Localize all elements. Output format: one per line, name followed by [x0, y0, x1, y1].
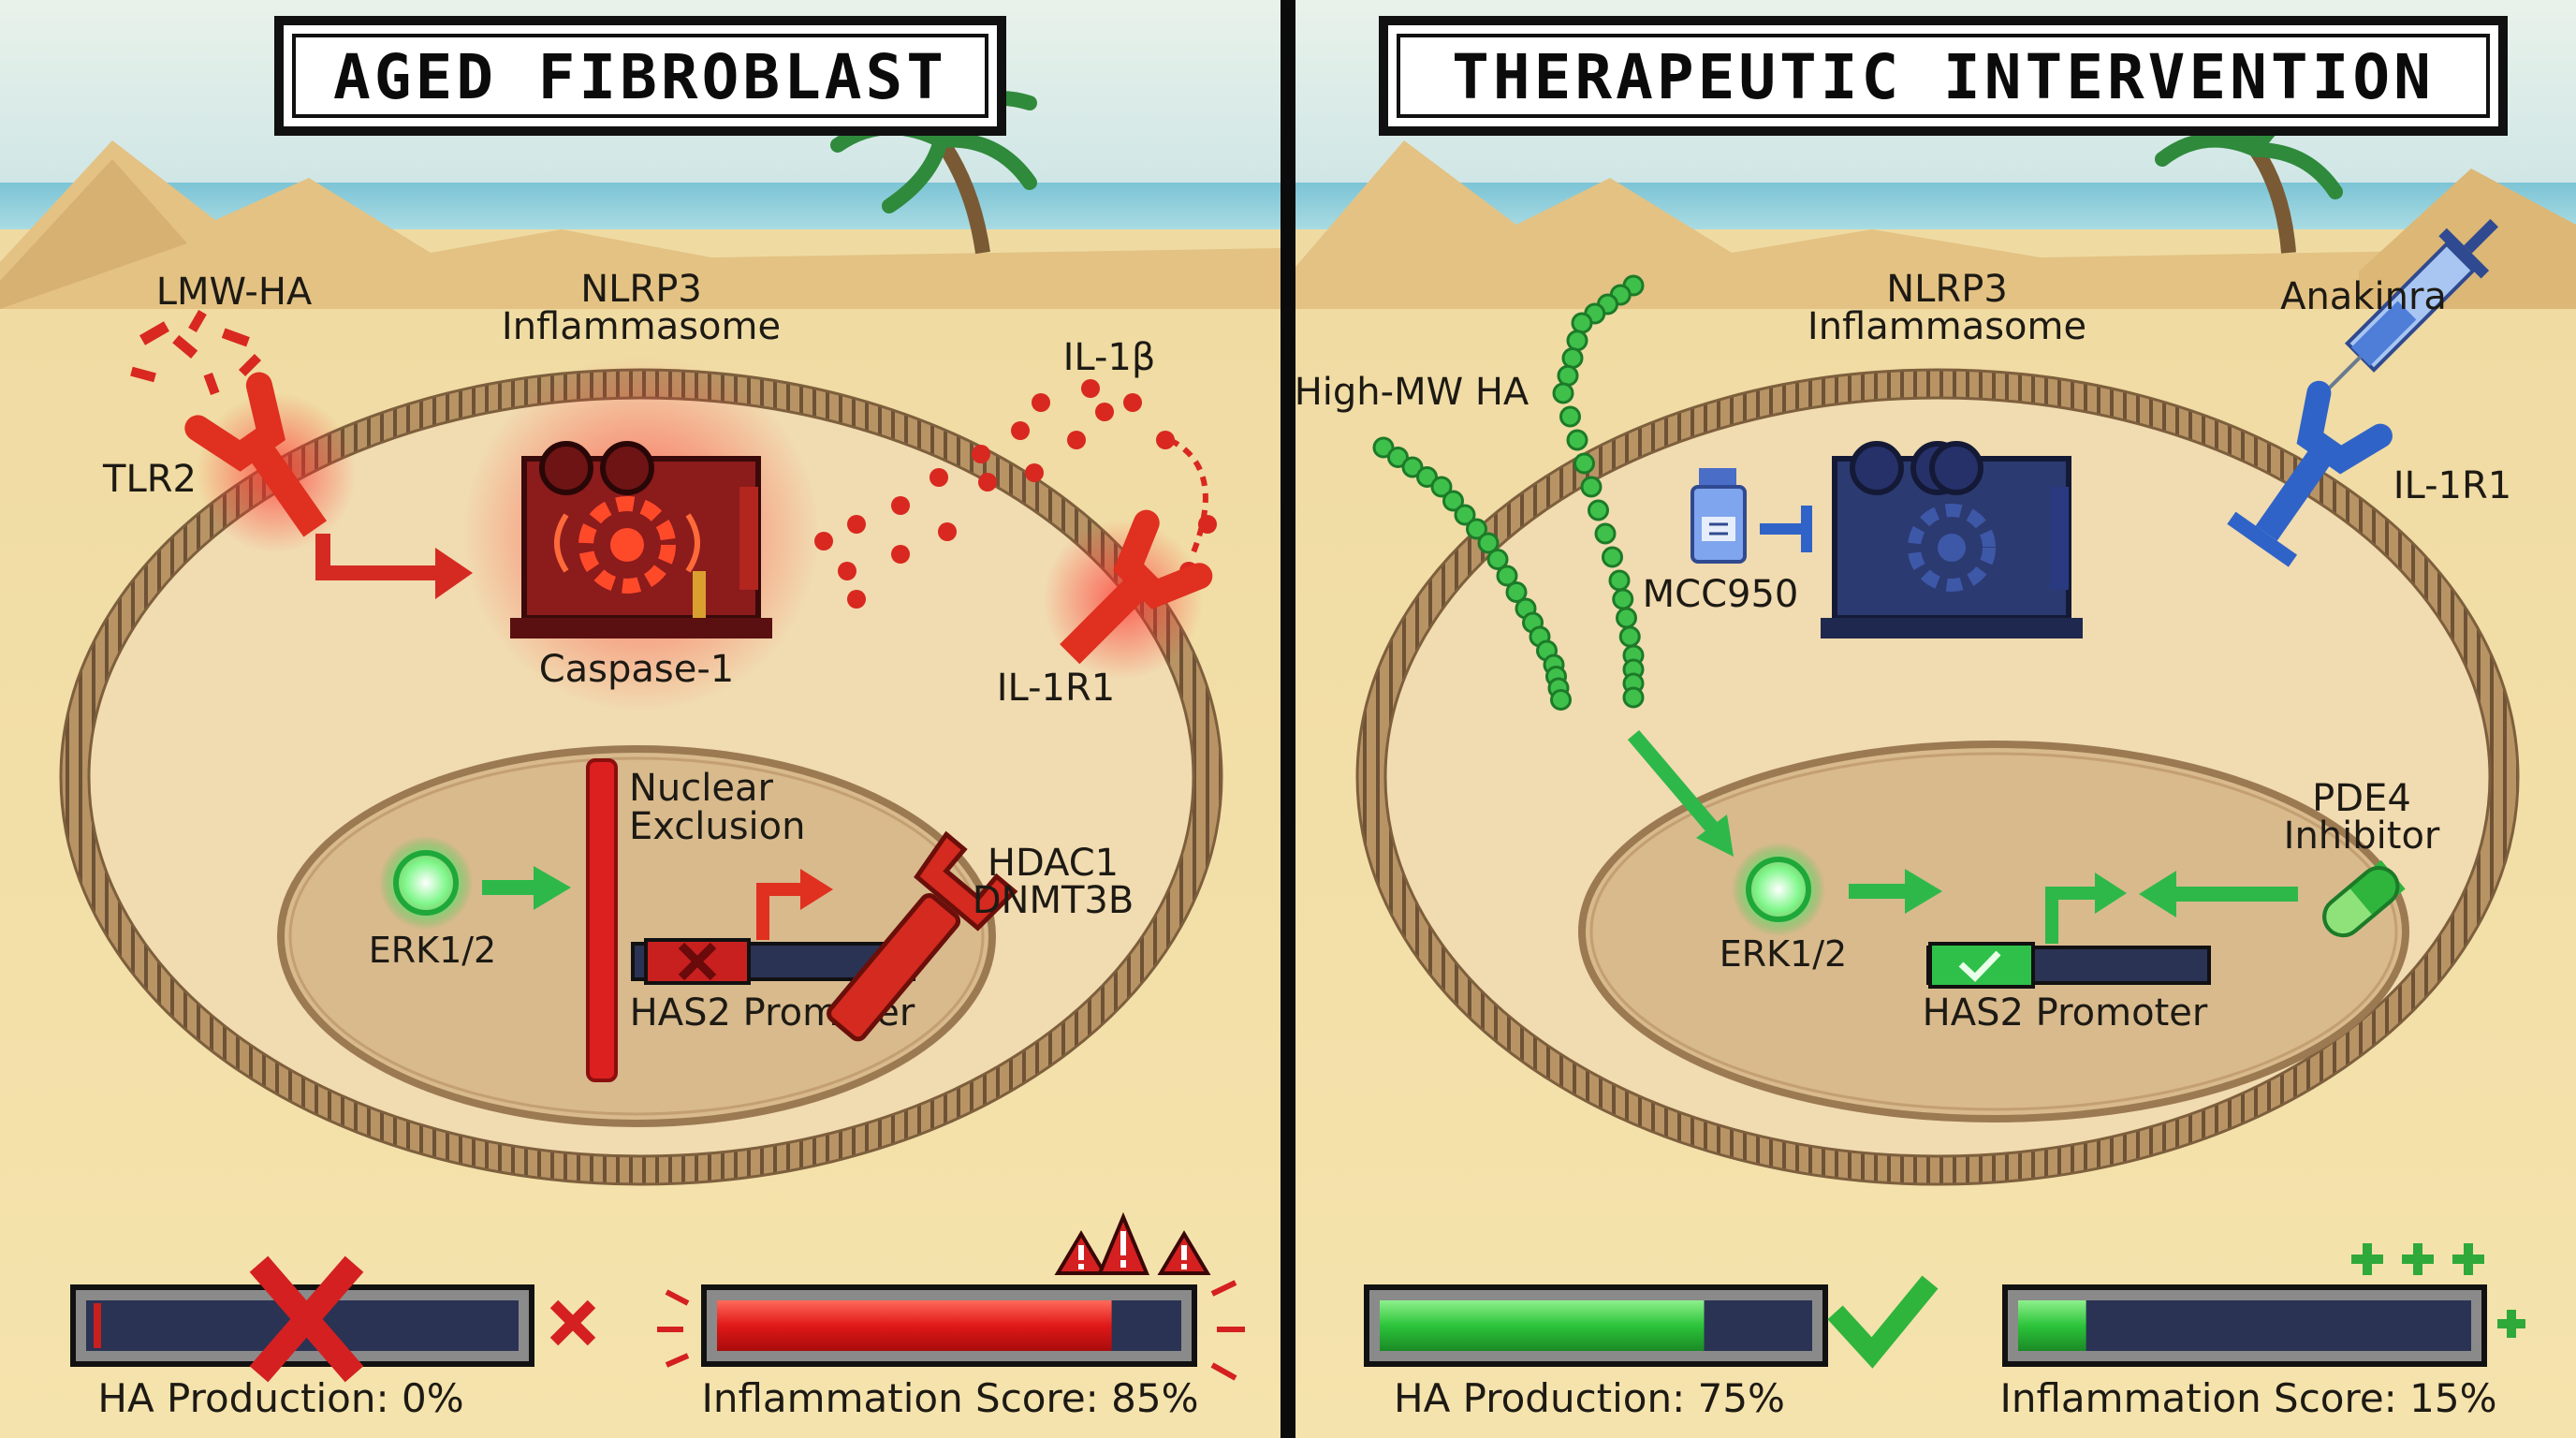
ha-to-erk-arrow — [1627, 729, 1720, 834]
pill-icon — [2322, 859, 2406, 938]
right-ha-meter-label: HA Production: 75% — [1394, 1375, 1785, 1421]
il1b-label: IL-1β — [1063, 336, 1156, 379]
erk-glow-icon — [379, 836, 473, 930]
wrench-icon — [827, 830, 1018, 1042]
syringe-icon — [2320, 218, 2498, 398]
il1b-particles — [814, 379, 1217, 609]
tlr2-to-inflammasome-arrow — [315, 534, 440, 580]
nlrp3-label-line2: Inflammasome — [502, 305, 781, 348]
right-erk-label: ERK1/2 — [1720, 933, 1848, 975]
ha-bead — [1442, 490, 1464, 512]
hdac1-label: HDAC1 — [988, 842, 1119, 885]
ha-bead — [1416, 466, 1438, 488]
ha-bead — [1550, 689, 1572, 711]
right-inflammation-meter-fill — [2018, 1300, 2086, 1351]
pde4-label-line1: PDE4 — [2312, 777, 2411, 820]
ha-bead — [1622, 686, 1645, 709]
right-nlrp3-label-line1: NLRP3 — [1886, 268, 2008, 311]
anakinra-label: Anakinra — [2280, 275, 2447, 318]
ha-bead — [1401, 456, 1424, 478]
ha-bead — [1566, 330, 1588, 352]
lmw-ha-fragments — [130, 309, 262, 396]
right-title: THERAPEUTIC INTERVENTION — [1452, 41, 2435, 113]
inflammasome-machine-icon — [510, 441, 772, 638]
erk-label: ERK1/2 — [369, 930, 497, 971]
left-ha-meter-label: HA Production: 0% — [97, 1375, 463, 1421]
right-has2-label: HAS2 Promoter — [1923, 991, 2208, 1034]
ha-bead — [1608, 569, 1631, 592]
right-title-box: THERAPEUTIC INTERVENTION — [1379, 16, 2508, 136]
plus-icons — [2351, 1243, 2525, 1338]
nuclear-exclusion-label-line2: Exclusion — [629, 805, 805, 848]
pde4-label-line2: Inhibitor — [2284, 814, 2440, 858]
tlr2-label: TLR2 — [102, 458, 197, 501]
tlr2-receptor-icon — [184, 372, 327, 537]
nuclear-exclusion-bar — [586, 758, 618, 1082]
ha-bead — [1573, 452, 1595, 475]
ha-bead — [1559, 405, 1581, 428]
right-inflammation-meter-label: Inflammation Score: 15% — [1999, 1375, 2496, 1421]
il1r1-receptor-icon — [1060, 509, 1213, 665]
nucleus-right — [1578, 741, 2409, 1123]
mcc950-vial-icon — [1690, 468, 1812, 564]
ha-bead — [1616, 607, 1637, 629]
left-panel: AGED FIBROBLAST LMW-HA TLR2 NLRP3 Inflam… — [0, 0, 1281, 1438]
right-ha-meter-fill — [1380, 1300, 1705, 1351]
left-title: AGED FIBROBLAST — [333, 41, 947, 113]
right-inflammation-meter — [2002, 1243, 2525, 1367]
panel-divider — [1281, 0, 1295, 1438]
mcc950-label: MCC950 — [1643, 573, 1799, 616]
ha-bead — [1557, 364, 1579, 387]
ha-bead — [1430, 476, 1453, 498]
inflammasome-inactive-icon — [1821, 441, 2083, 638]
left-ha-meter — [70, 1255, 596, 1383]
nlrp3-label-line1: NLRP3 — [580, 268, 702, 311]
right-ha-meter — [1364, 1275, 1939, 1369]
big-x-icon — [249, 1255, 364, 1383]
right-panel: THERAPEUTIC INTERVENTION High-MW HA NLRP… — [1295, 0, 2576, 1438]
ha-bead — [1580, 476, 1603, 498]
il1r1-label: IL-1R1 — [997, 667, 1116, 710]
il1r1-blocked-receptor-icon — [2227, 380, 2393, 567]
ha-bead — [1602, 546, 1623, 568]
right-il1r1-label: IL-1R1 — [2393, 464, 2512, 507]
lmw-ha-label: LMW-HA — [156, 271, 313, 314]
caspase-label: Caspase-1 — [539, 648, 735, 691]
high-mw-ha-label: High-MW HA — [1295, 371, 1530, 414]
ha-bead — [1486, 549, 1509, 570]
ha-bead — [1594, 522, 1617, 545]
ha-bead — [1372, 436, 1395, 459]
ha-bead — [1612, 588, 1634, 610]
left-inflammation-meter-fill — [717, 1300, 1112, 1351]
ha-bead — [1618, 625, 1641, 648]
right-nlrp3-label-line2: Inflammasome — [1808, 305, 2086, 348]
ha-bead — [1496, 565, 1518, 587]
ha-bead — [1454, 504, 1476, 526]
ha-bead — [1588, 499, 1609, 521]
has2-promoter-gene-active — [1926, 873, 2211, 989]
left-inflammation-meter — [657, 1211, 1245, 1381]
left-title-box: AGED FIBROBLAST — [274, 16, 1006, 136]
x-mark-icon — [549, 1299, 596, 1346]
dnmt3b-label: DNMT3B — [973, 879, 1134, 922]
checkmark-icon — [1827, 1275, 1939, 1369]
ha-bead — [1561, 347, 1584, 369]
ha-bead — [1477, 532, 1500, 554]
nuclear-exclusion-label-line1: Nuclear — [629, 767, 774, 810]
ha-bead — [1505, 581, 1528, 603]
ha-bead — [1387, 447, 1409, 468]
left-inflammation-meter-label: Inflammation Score: 85% — [701, 1375, 1198, 1421]
erk-glow-icon-right — [1732, 843, 1825, 936]
high-mw-ha-chains — [1372, 274, 1645, 711]
nucleus — [277, 745, 996, 1127]
ha-bead — [1466, 518, 1487, 540]
ha-bead — [1552, 382, 1574, 404]
ha-bead — [1566, 429, 1588, 451]
ha-bead — [1571, 312, 1593, 334]
